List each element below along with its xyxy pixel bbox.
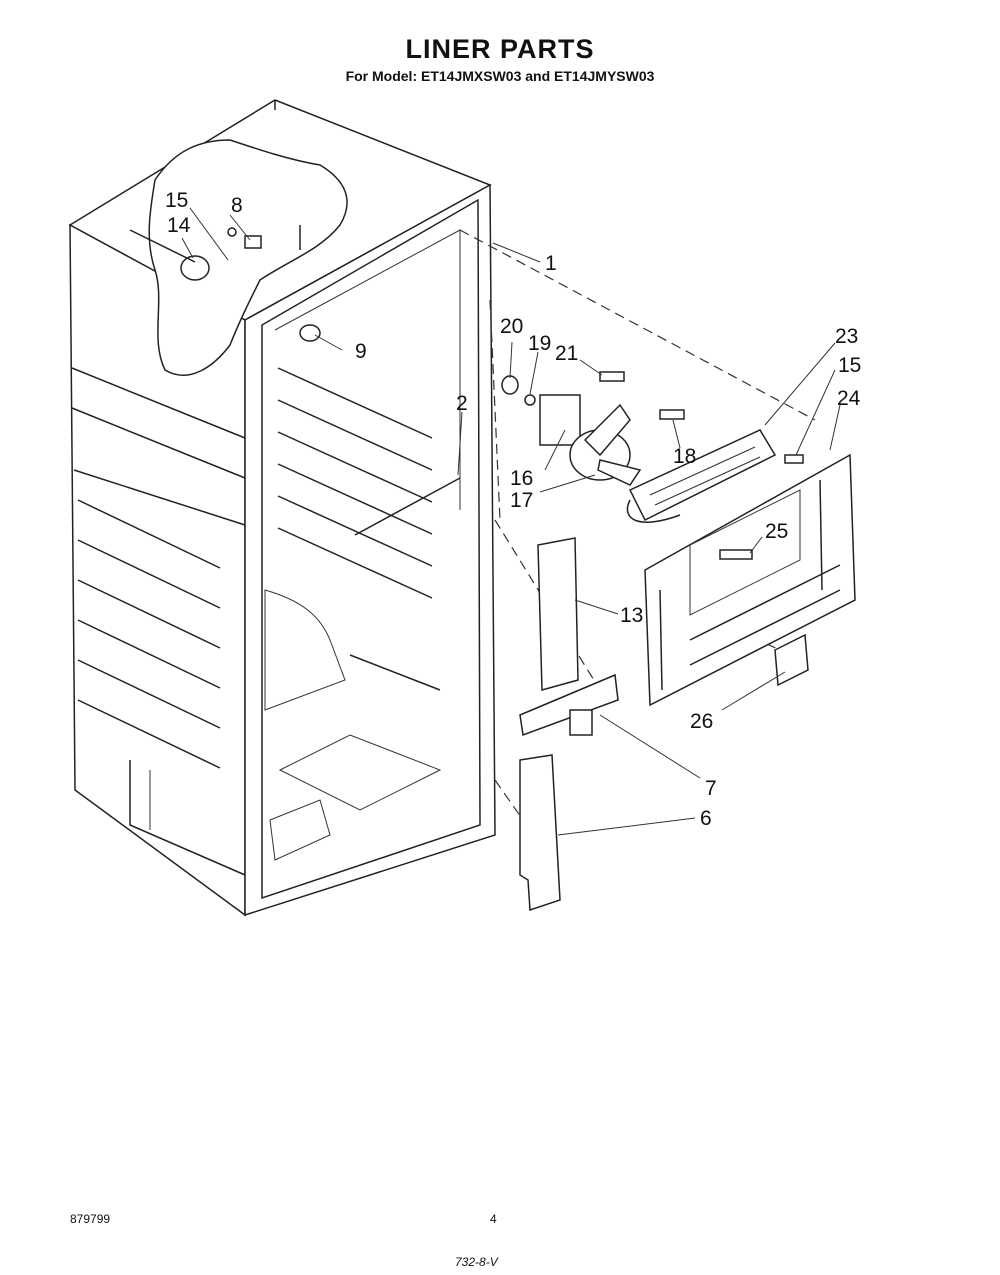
footer-page-number: 4 [490,1212,497,1226]
callout-26: 26 [690,710,713,733]
callout-15-right: 15 [838,354,861,377]
callout-19: 19 [528,332,551,355]
leader-lines [181,207,841,836]
callout-labels: 1 2 6 7 8 9 13 14 15 15 16 17 18 19 20 2… [165,189,861,830]
footer-document-code: 879799 [70,1212,111,1226]
part-24-rear-panel [644,453,856,707]
callout-20: 20 [500,315,523,338]
part-26-clip [774,633,809,687]
cabinet-shell [68,99,492,917]
liner-front-frame [244,183,496,917]
fan-assembly [501,371,685,486]
callout-21: 21 [555,342,578,365]
callout-25: 25 [765,520,788,543]
top-panel-parts [129,225,301,281]
callout-2: 2 [456,392,468,415]
footer-revision-code: 732-8-V [455,1255,498,1269]
callout-6: 6 [700,807,712,830]
part-6-duct [519,754,561,912]
part-7-cover [519,673,619,737]
part-23-evaporator-cover [626,429,804,523]
callout-15-top: 15 [165,189,188,212]
callout-18: 18 [673,445,696,468]
model-subtitle: For Model: ET14JMXSW03 and ET14JMYSW03 [345,68,655,84]
callout-17: 17 [510,489,533,512]
callout-1: 1 [545,252,557,275]
callout-24: 24 [837,387,861,410]
part-13-duct [537,537,579,691]
page-title: LINER PARTS [405,34,595,64]
callout-9: 9 [355,340,367,363]
callout-8: 8 [231,194,243,217]
callout-14: 14 [167,214,191,237]
callout-13: 13 [620,604,643,627]
callout-16: 16 [510,467,533,490]
part-9-grommet [299,324,321,342]
callout-7: 7 [705,777,717,800]
callout-23: 23 [835,325,858,348]
